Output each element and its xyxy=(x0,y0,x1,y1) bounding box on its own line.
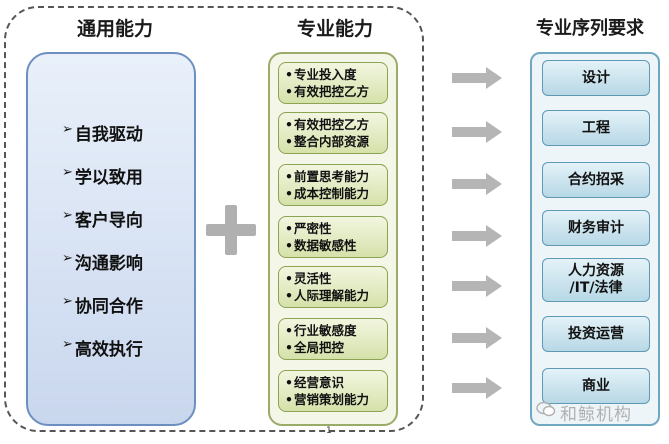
right-arrow-icon xyxy=(452,377,502,399)
right-arrow-icon xyxy=(452,121,502,143)
general-abilities-list: ➢ 自我驱动 ➢ 学以致用 ➢ 客户导向 ➢ 沟通影响 ➢ 协同合作 ➢ 高效执… xyxy=(62,120,143,378)
general-ability-item: ➢ 学以致用 xyxy=(62,163,143,206)
professional-ability-line: 经营意识 xyxy=(285,374,384,391)
sequence-label: 投资运营 xyxy=(568,325,624,342)
right-arrow-icon xyxy=(452,275,502,297)
general-abilities-heading: 通用能力 xyxy=(76,18,153,40)
sequence-box-engineering: 工程 xyxy=(542,110,650,146)
professional-ability-box: 严密性 数据敏感性 xyxy=(278,216,388,258)
page-number: 1 xyxy=(326,426,332,436)
professional-ability-line: 整合内部资源 xyxy=(285,133,384,150)
sequence-box-hr-it-legal: 人力资源 /IT/法律 xyxy=(542,258,650,302)
bullet-arrow-icon: ➢ xyxy=(62,208,73,223)
professional-ability-line: 有效把控乙方 xyxy=(285,83,384,100)
bullet-arrow-icon: ➢ xyxy=(62,122,73,137)
bullet-arrow-icon: ➢ xyxy=(62,337,73,352)
professional-ability-line: 全局把控 xyxy=(285,339,384,356)
wechat-icon xyxy=(536,401,556,417)
general-ability-item: ➢ 自我驱动 xyxy=(62,120,143,163)
right-arrow-icon xyxy=(452,225,502,247)
professional-ability-line: 有效把控乙方 xyxy=(285,116,384,133)
general-abilities-panel xyxy=(26,52,196,426)
professional-ability-line: 营销策划能力 xyxy=(285,391,384,408)
professional-ability-box: 行业敏感度 全局把控 xyxy=(278,318,388,360)
professional-ability-line: 前置思考能力 xyxy=(285,168,384,185)
general-ability-label: 客户导向 xyxy=(74,211,143,231)
general-ability-label: 协同合作 xyxy=(74,297,143,317)
general-ability-item: ➢ 协同合作 xyxy=(62,292,143,335)
bullet-arrow-icon: ➢ xyxy=(62,165,73,180)
plus-icon-vertical xyxy=(225,205,237,255)
professional-ability-line: 人际理解能力 xyxy=(285,287,384,304)
right-arrow-icon xyxy=(452,173,502,195)
sequence-label: 合约招采 xyxy=(568,171,624,188)
professional-ability-box: 专业投入度 有效把控乙方 xyxy=(278,62,388,104)
general-ability-item: ➢ 客户导向 xyxy=(62,206,143,249)
professional-ability-line: 数据敏感性 xyxy=(285,237,384,254)
sequence-box-design: 设计 xyxy=(542,60,650,96)
professional-ability-line: 行业敏感度 xyxy=(285,322,384,339)
sequence-label: 财务审计 xyxy=(568,219,624,236)
professional-ability-line: 灵活性 xyxy=(285,270,384,287)
sequence-requirements-heading: 专业序列要求 xyxy=(536,18,644,39)
sequence-label: 人力资源 xyxy=(568,263,624,279)
general-ability-item: ➢ 高效执行 xyxy=(62,335,143,378)
sequence-label: /IT/法律 xyxy=(569,280,623,296)
professional-ability-line: 专业投入度 xyxy=(285,66,384,83)
sequence-box-procurement: 合约招采 xyxy=(542,162,650,198)
sequence-label: 设计 xyxy=(582,69,610,86)
general-ability-label: 沟通影响 xyxy=(74,254,143,274)
sequence-label: 工程 xyxy=(582,119,610,136)
sequence-label: 商业 xyxy=(582,377,610,394)
right-arrow-icon xyxy=(452,327,502,349)
general-ability-label: 学以致用 xyxy=(74,168,143,188)
sequence-box-finance-audit: 财务审计 xyxy=(542,210,650,246)
professional-ability-line: 严密性 xyxy=(285,220,384,237)
watermark-text: 和鲸机构 xyxy=(560,405,632,425)
professional-ability-box: 有效把控乙方 整合内部资源 xyxy=(278,112,388,154)
sequence-box-investment-operations: 投资运营 xyxy=(542,316,650,352)
right-arrow-icon xyxy=(452,67,502,89)
bullet-arrow-icon: ➢ xyxy=(62,251,73,266)
general-ability-label: 高效执行 xyxy=(74,340,143,360)
dashed-group-frame xyxy=(4,6,424,432)
bullet-arrow-icon: ➢ xyxy=(62,294,73,309)
professional-ability-box: 灵活性 人际理解能力 xyxy=(278,266,388,308)
professional-ability-box: 经营意识 营销策划能力 xyxy=(278,370,388,412)
professional-ability-box: 前置思考能力 成本控制能力 xyxy=(278,164,388,206)
general-ability-item: ➢ 沟通影响 xyxy=(62,249,143,292)
professional-abilities-heading: 专业能力 xyxy=(296,18,373,40)
professional-ability-line: 成本控制能力 xyxy=(285,185,384,202)
sequence-box-commercial: 商业 xyxy=(542,368,650,404)
general-ability-label: 自我驱动 xyxy=(74,125,143,145)
